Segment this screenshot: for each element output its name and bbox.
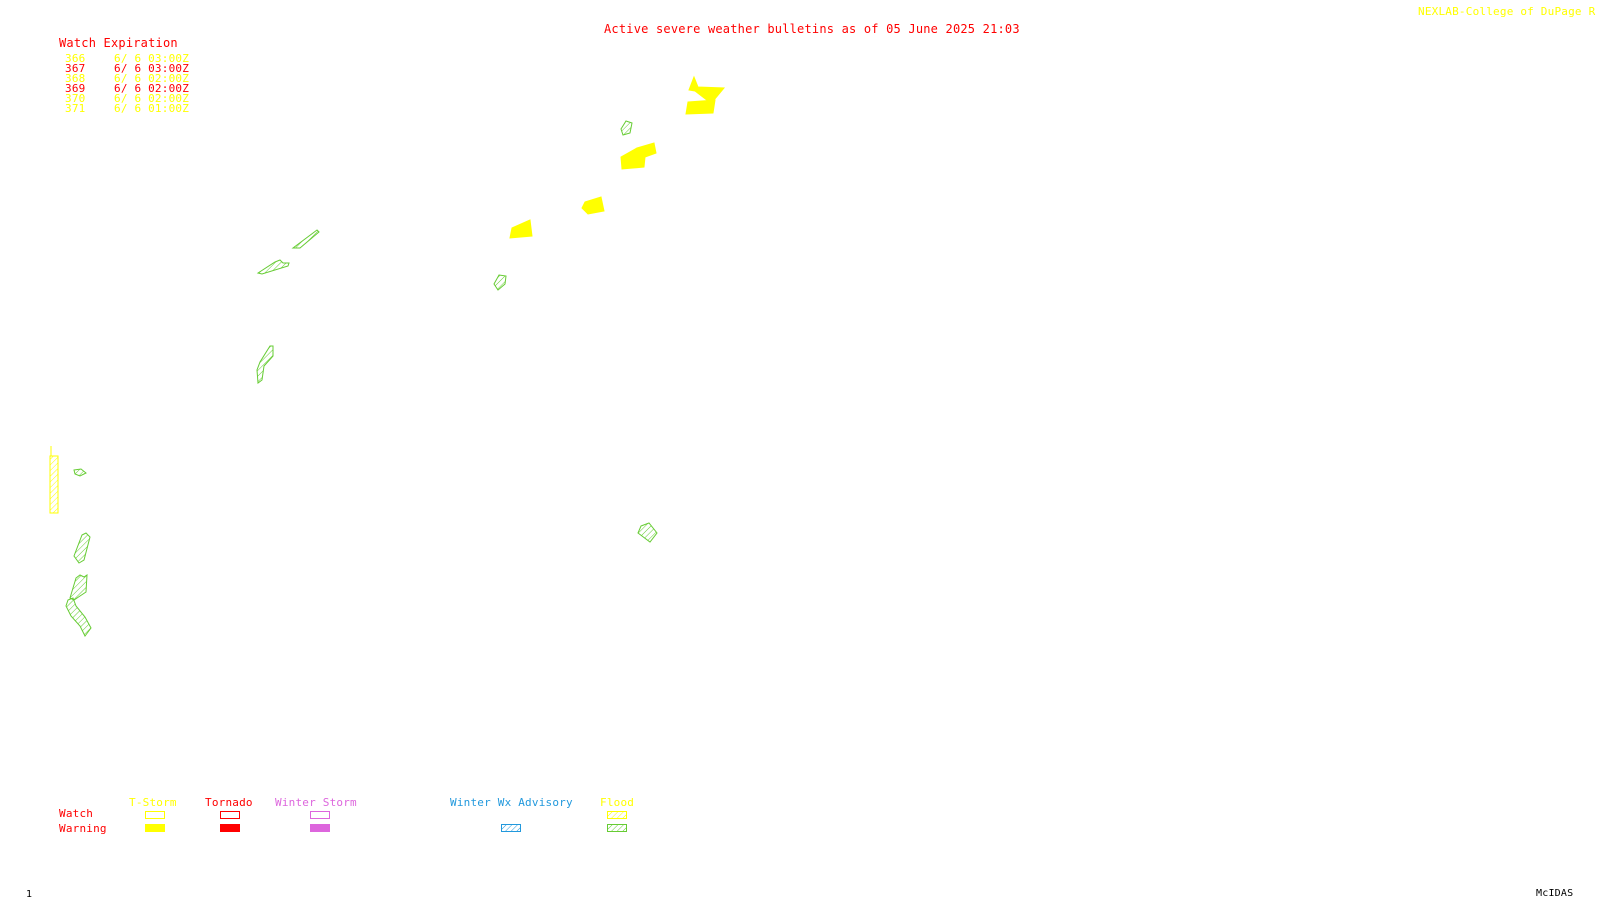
flood-warning-polygon — [73, 468, 87, 477]
legend-winter-storm-warning-swatch — [310, 824, 330, 832]
flood-warning-polygon — [637, 522, 658, 543]
watch-id: 366 — [65, 52, 86, 65]
watch-expiration-time: 6/ 6 02:00Z — [114, 72, 190, 85]
legend-tornado-warning-swatch — [220, 824, 240, 832]
tstorm-warning-polygon — [581, 196, 605, 215]
legend-watch-row-label: Watch — [59, 807, 94, 820]
flood-warning-polygon — [620, 120, 633, 136]
tstorm-warning-polygons — [509, 75, 726, 239]
bulletin-title: Active severe weather bulletins as of 05… — [604, 22, 1020, 36]
watch-expiration-time: 6/ 6 02:00Z — [114, 92, 190, 105]
watch-expiration-time: 6/ 6 02:00Z — [114, 82, 190, 95]
tstorm-warning-polygon — [509, 219, 533, 239]
flood-warning-polygon — [291, 229, 320, 249]
legend-tstorm-label: T-Storm — [129, 796, 177, 809]
flood-warning-polygon — [73, 532, 91, 564]
software-label: McIDAS — [1536, 888, 1574, 899]
legend-tstorm-watch-swatch — [145, 811, 165, 819]
flood-warning-polygon — [256, 345, 274, 384]
watch-expiration-time: 6/ 6 03:00Z — [114, 52, 190, 65]
legend-tornado-label: Tornado — [205, 796, 253, 809]
flood-warning-polygon — [65, 597, 92, 637]
legend-flood-watch-swatch — [607, 811, 627, 819]
tstorm-warning-polygon — [685, 99, 716, 115]
watch-id: 371 — [65, 102, 86, 115]
flood-warning-polygon — [493, 274, 507, 291]
legend-tornado-watch-swatch — [220, 811, 240, 819]
frame-number: 1 — [26, 889, 33, 900]
watch-expiration-heading: Watch Expiration — [59, 36, 178, 50]
legend-warning-row-label: Warning — [59, 822, 107, 835]
watch-id: 368 — [65, 72, 86, 85]
flood-warning-polygons — [65, 120, 658, 637]
legend-winter-storm-watch-swatch — [310, 811, 330, 819]
watch-id: 367 — [65, 62, 86, 75]
legend-winter-storm-label: Winter Storm — [275, 796, 357, 809]
legend-flood-label: Flood — [600, 796, 635, 809]
watch-id: 370 — [65, 92, 86, 105]
site-credit: NEXLAB-College of DuPage R — [1418, 5, 1596, 18]
legend-flood-warning-swatch — [607, 824, 627, 832]
tstorm-warning-polygon — [620, 142, 657, 170]
legend-winter-adv-swatch — [501, 824, 521, 832]
tstorm-warning-polygon — [688, 75, 726, 102]
watch-expiration-time: 6/ 6 01:00Z — [114, 102, 190, 115]
watch-expiration-time: 6/ 6 03:00Z — [114, 62, 190, 75]
flood-warning-polygon — [256, 259, 290, 275]
flood-watch-polygons — [49, 446, 59, 514]
watch-id: 369 — [65, 82, 86, 95]
flood-warning-polygon — [69, 574, 88, 601]
legend-winter-adv-label: Winter Wx Advisory — [450, 796, 573, 809]
legend-tstorm-warning-swatch — [145, 824, 165, 832]
flood-watch-polygon — [49, 455, 59, 514]
